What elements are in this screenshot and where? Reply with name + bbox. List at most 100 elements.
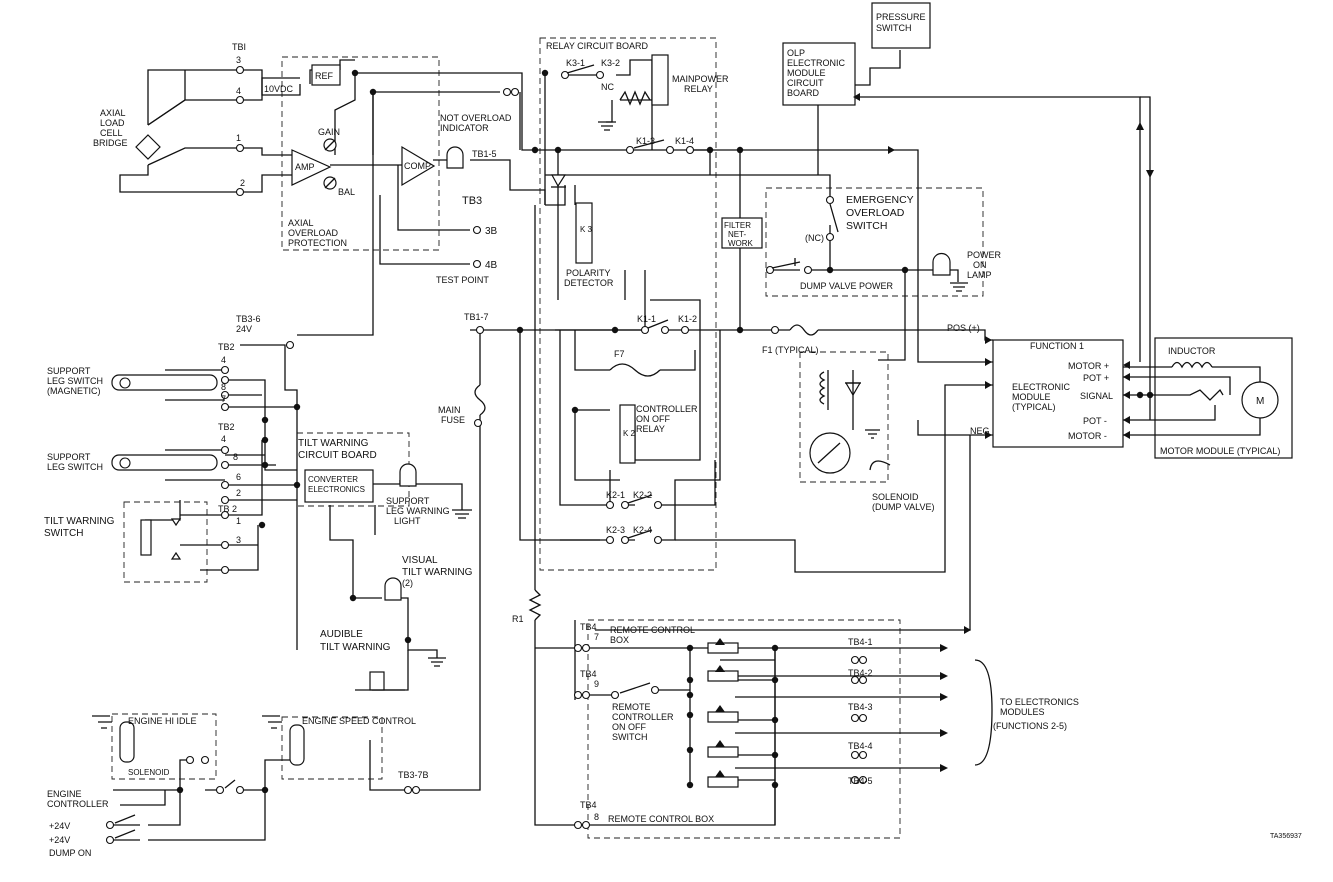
- p24d-label: +24V: [49, 835, 70, 845]
- remote-pot-2: [707, 670, 739, 682]
- olp-l3: MODULE: [787, 68, 826, 78]
- sls2-l2: LEG SWITCH: [47, 462, 103, 472]
- tb4c-8: 8: [594, 812, 599, 822]
- k3-coil-label: K 3: [580, 225, 593, 234]
- support-leg-switch-magnetic[interactable]: [111, 374, 218, 391]
- tb3-7b-label: TB3-7B: [398, 770, 429, 780]
- k3-relay-coil: [575, 202, 593, 264]
- main-fuse-l1: MAIN: [438, 405, 461, 415]
- eos-l2: OVERLOAD: [846, 207, 905, 219]
- fn-l1: FILTER: [724, 221, 751, 230]
- solenoid-coil-icon: [819, 370, 829, 410]
- terminals: [105, 65, 868, 845]
- atw-l1: AUDIBLE: [320, 629, 363, 640]
- vtw-l1: VISUAL: [402, 555, 438, 566]
- tb1-t3: 3: [236, 55, 241, 65]
- tb2c-1: 1: [236, 516, 241, 526]
- motor-m-label: M: [1256, 396, 1264, 407]
- nc-label: NC: [601, 82, 614, 92]
- k3-2-label: K3-2: [601, 58, 620, 68]
- audible-horn-icon: [369, 671, 385, 691]
- sol-l1: SOLENOID: [872, 492, 919, 502]
- axial-load-l2: LOAD: [100, 118, 125, 128]
- tem-l1: TO ELECTRONICS: [1000, 697, 1079, 707]
- coor-l2: ON OFF: [636, 414, 670, 424]
- t3b-label: 3B: [485, 226, 498, 237]
- remote-control-box-outline: [587, 619, 901, 839]
- f1-fuse-icon: [789, 324, 819, 336]
- comp-label: COMP: [404, 161, 431, 171]
- tb1-t4: 4: [236, 86, 241, 96]
- relay-board-label: RELAY CIRCUIT BOARD: [546, 41, 649, 51]
- function1-module-box: [992, 339, 1124, 448]
- tb1-t2: 2: [240, 178, 245, 188]
- slwl-l3: LIGHT: [394, 516, 421, 526]
- mpr-l2: RELAY: [684, 84, 713, 94]
- tb2c-label: TB 2: [218, 504, 237, 514]
- twcb-l2: CIRCUIT BOARD: [298, 450, 377, 461]
- text-labels: TBI 3 4 1 2 10VDC REF GAIN AMP BAL COMP …: [44, 12, 1302, 858]
- ref-box: [311, 64, 341, 86]
- ec-l1: ENGINE: [47, 789, 82, 799]
- not-overload-lamp-icon: [446, 146, 464, 169]
- function1-label: FUNCTION 1: [1030, 341, 1084, 351]
- inc-label: (NC): [805, 233, 824, 243]
- rcos-l3: ON OFF: [612, 722, 646, 732]
- engine-speed-control-outline: [281, 716, 383, 780]
- tb4a-label: TB4: [580, 622, 597, 632]
- pot-minus-label: POT -: [1083, 416, 1107, 426]
- tb2a-7: 7: [221, 394, 226, 404]
- sls2-l1: SUPPORT: [47, 452, 91, 462]
- junction-dots: [176, 69, 1154, 794]
- support-leg-switch[interactable]: [111, 454, 218, 471]
- tws-l2: SWITCH: [44, 528, 83, 539]
- olp-module-box: [782, 42, 856, 106]
- rcos-l4: SWITCH: [612, 732, 648, 742]
- tb2b-4: 4: [221, 434, 226, 444]
- aop-l1: AXIAL: [288, 218, 314, 228]
- k1-1-label: K1-1: [637, 314, 656, 324]
- axial-load-l1: AXIAL: [100, 108, 126, 118]
- tb2a-8: 8: [221, 382, 226, 392]
- gain-label: GAIN: [318, 127, 340, 137]
- olp-l1: OLP: [787, 48, 805, 58]
- dump-on-label: DUMP ON: [49, 848, 91, 858]
- tilt-switch-body[interactable]: [140, 519, 152, 556]
- tb1-label: TBI: [232, 42, 246, 52]
- axial-overload-board-outline: [281, 56, 440, 251]
- engine-speed-coil: [289, 724, 305, 766]
- tb1-5-label: TB1-5: [472, 149, 497, 159]
- tb2-6: 6: [236, 472, 241, 482]
- dvp-label: DUMP VALVE POWER: [800, 281, 894, 291]
- pressure-switch-box: [871, 2, 931, 49]
- rcb-l2: BOX: [610, 635, 629, 645]
- k1-3-label: K1-3: [636, 136, 655, 146]
- modules-bracket: [974, 659, 993, 766]
- engine-hi-idle-outline: [111, 713, 217, 780]
- tb2c-3: 3: [236, 535, 241, 545]
- f1-label: F1 (TYPICAL): [762, 345, 819, 355]
- rcb2-label: REMOTE CONTROL BOX: [608, 814, 714, 824]
- ps-l1: PRESSURE: [876, 12, 926, 22]
- figure-id-label: TA356937: [1270, 833, 1302, 840]
- sol-l2: (DUMP VALVE): [872, 502, 935, 512]
- em-l3: (TYPICAL): [1012, 402, 1056, 412]
- p24-label: +24V: [49, 821, 70, 831]
- inductor-label: INDUCTOR: [1168, 346, 1216, 356]
- noi-l1: NOT OVERLOAD: [440, 113, 512, 123]
- rcos-l1: REMOTE: [612, 702, 651, 712]
- tem-l3: (FUNCTIONS 2-5): [993, 721, 1067, 731]
- motor-minus-label: MOTOR -: [1068, 431, 1107, 441]
- olp-l2: ELECTRONIC: [787, 58, 846, 68]
- tb4b-label: TB4: [580, 669, 597, 679]
- main-fuse-icon: [474, 384, 486, 416]
- axial-load-l4: BRIDGE: [93, 138, 128, 148]
- relay-circuit-board-outline: [539, 37, 717, 571]
- vdc-label: 10VDC: [264, 84, 294, 94]
- tb4-2-label: TB4-2: [848, 668, 873, 678]
- r1-label: R1: [512, 614, 524, 624]
- ce-l2: ELECTRONICS: [308, 485, 365, 494]
- ref-label: REF: [315, 71, 334, 81]
- eos-l1: EMERGENCY: [846, 194, 914, 206]
- pos-label: POS (+): [947, 323, 980, 333]
